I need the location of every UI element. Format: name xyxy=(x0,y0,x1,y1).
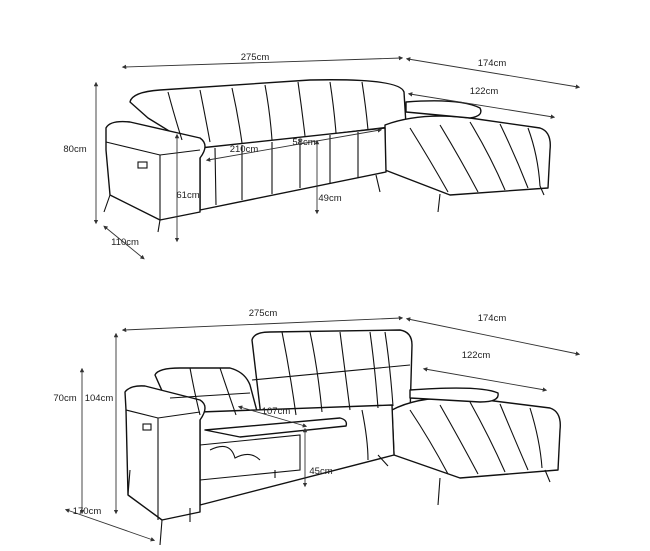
label-overall-width: 275cm xyxy=(241,52,270,63)
label-depth: 110cm xyxy=(111,237,139,248)
label-chaise-length: 174cm xyxy=(478,313,507,324)
label-arm-height: 61cm xyxy=(176,190,199,201)
label-chaise-seat-length: 122cm xyxy=(470,86,499,97)
label-depth-reclined: 170cm xyxy=(73,506,102,517)
left-armrest xyxy=(124,385,206,521)
legs xyxy=(127,454,551,546)
label-height: 70cm xyxy=(53,393,76,404)
legs xyxy=(103,174,545,233)
recline-button-icon xyxy=(137,161,148,169)
chaise xyxy=(391,396,561,479)
label-seat-depth: 58cm xyxy=(292,137,315,148)
dimensions-standard: 275cm 174cm 122cm 80cm 210cm 58cm 61cm 4… xyxy=(63,52,581,260)
dimensions-reclined: 275cm 174cm 122cm 70cm 104cm 107cm 45cm … xyxy=(53,308,581,542)
label-overall-width: 275cm xyxy=(249,308,278,319)
left-armrest xyxy=(105,120,206,221)
label-seat-height: 45cm xyxy=(309,466,332,477)
label-chaise-seat-length: 122cm xyxy=(462,350,491,361)
label-seat-width: 210cm xyxy=(230,144,259,155)
seat xyxy=(199,404,395,506)
label-reclined-depth-inner: 107cm xyxy=(262,406,291,417)
label-height: 80cm xyxy=(63,144,86,155)
label-height-extended: 104cm xyxy=(85,393,114,404)
label-seat-height: 49cm xyxy=(318,193,341,204)
sofa-reclined-drawing xyxy=(124,329,561,546)
recline-button-icon xyxy=(142,423,152,431)
label-chaise-length: 174cm xyxy=(478,58,507,69)
sofa-standard-drawing xyxy=(103,79,551,233)
